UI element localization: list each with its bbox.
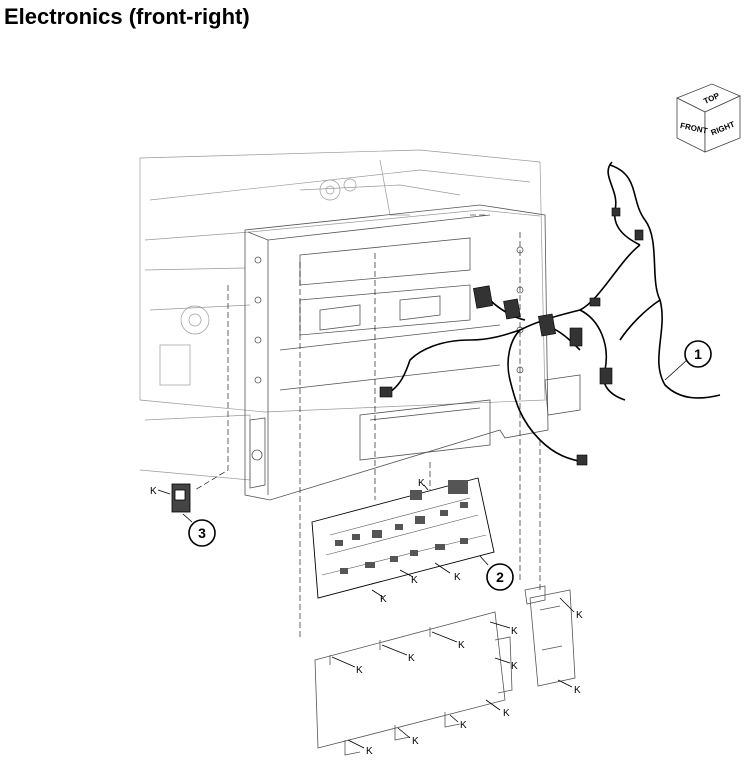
sensor [171, 483, 191, 513]
control-board [311, 477, 495, 599]
screw-label: K [511, 626, 518, 637]
callout-3: 3 [182, 513, 216, 547]
screw-label: K [412, 736, 419, 747]
screw-label: K [411, 575, 418, 586]
screw-label: K [454, 572, 461, 583]
screw-label: K [576, 610, 583, 621]
printer-frame [139, 149, 546, 481]
harness-connectors [379, 207, 644, 466]
callout-1: 1 [664, 340, 712, 381]
side-bracket [524, 585, 576, 687]
screw-leaders [157, 484, 575, 749]
callout-2-number: 2 [496, 569, 504, 585]
page-title: Electronics (front-right) [4, 4, 250, 29]
orientation-cube: TOP FRONT RIGHT [676, 83, 741, 153]
screw-label: K [574, 685, 581, 696]
screw-label: K [418, 478, 425, 489]
screw-label: K [380, 594, 387, 605]
cable-harness [389, 161, 721, 463]
screw-label: K [511, 661, 518, 672]
lower-shield [314, 611, 513, 756]
front-panel [244, 204, 581, 501]
screw-label: K [408, 653, 415, 664]
exploded-leader-lines [194, 214, 541, 640]
screw-label: K [503, 708, 510, 719]
screw-label: K [460, 720, 467, 731]
screw-label: K [356, 665, 363, 676]
callout-3-number: 3 [198, 525, 206, 541]
screw-label: K [150, 486, 157, 497]
callout-2: 2 [479, 555, 514, 591]
screw-label: K [458, 640, 465, 651]
screw-label: K [366, 746, 373, 757]
callout-1-number: 1 [694, 346, 702, 362]
